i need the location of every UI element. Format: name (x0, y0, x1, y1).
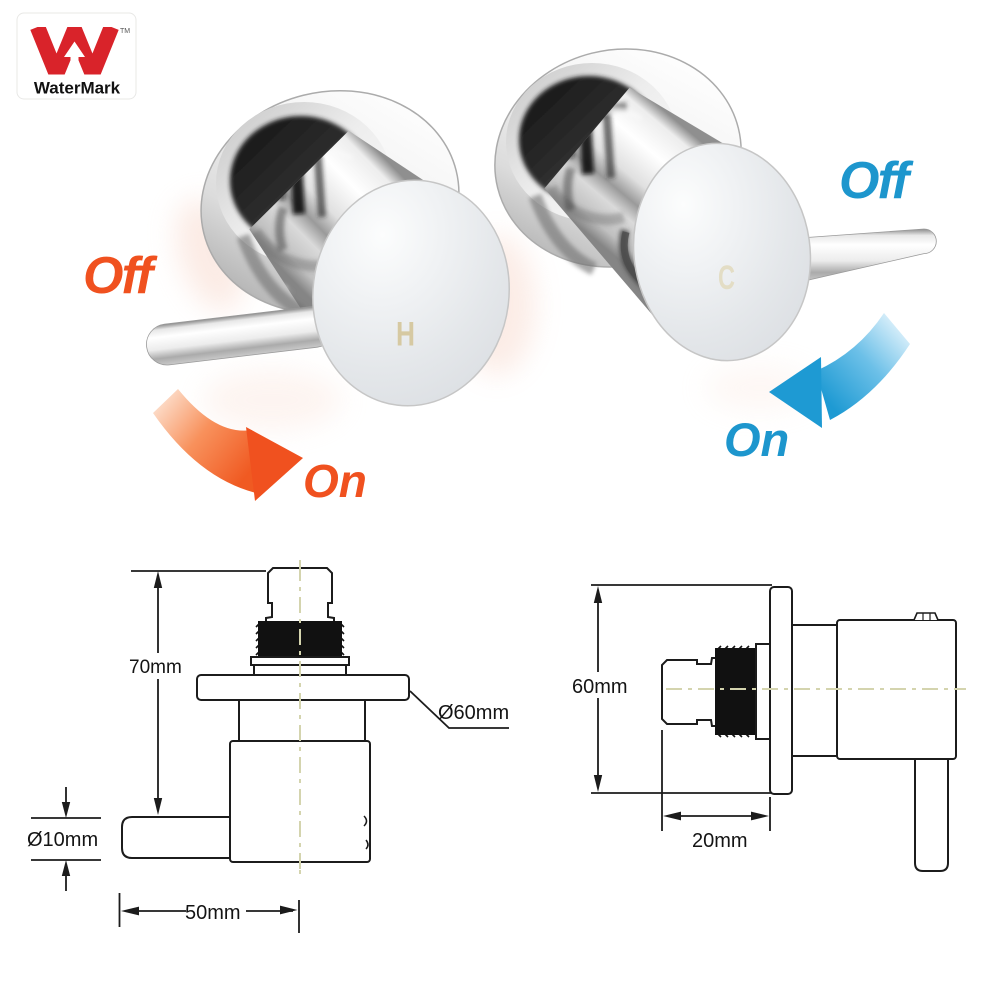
svg-text:On: On (724, 413, 789, 466)
svg-text:Ø60mm: Ø60mm (438, 702, 509, 724)
svg-text:20mm: 20mm (692, 830, 748, 852)
svg-text:50mm: 50mm (185, 902, 241, 924)
svg-text:70mm: 70mm (129, 657, 182, 678)
svg-text:Off: Off (83, 247, 158, 305)
svg-text:Ø10mm: Ø10mm (27, 829, 98, 851)
svg-text:60mm: 60mm (572, 676, 628, 698)
svg-text:WaterMark: WaterMark (34, 79, 121, 98)
svg-text:TM: TM (120, 28, 130, 35)
svg-text:On: On (303, 455, 367, 507)
svg-text:H: H (396, 316, 415, 354)
svg-text:C: C (718, 259, 735, 297)
svg-text:Off: Off (839, 152, 914, 210)
